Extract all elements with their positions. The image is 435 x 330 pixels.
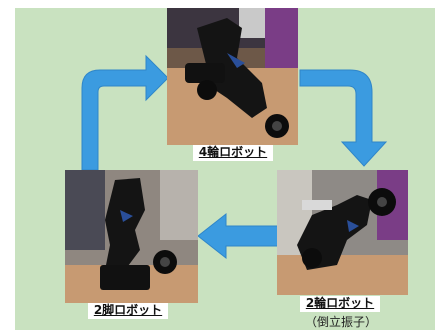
label-two-wheel-robot: 2輪ロボット (300, 296, 380, 312)
sublabel-two-wheel-robot: （倒立振子） (304, 315, 377, 329)
photo-two-wheel-robot (277, 170, 408, 295)
photo-four-wheel-robot (167, 8, 298, 145)
arrow-two-leg-to-four-wheel (81, 54, 169, 171)
arrow-four-wheel-to-two-wheel (299, 69, 388, 167)
arrow-two-wheel-to-two-leg (197, 212, 279, 260)
label-four-wheel-robot: 4輪ロボット (193, 145, 273, 161)
photo-two-leg-robot (65, 170, 198, 303)
label-two-leg-robot: 2脚ロボット (88, 303, 168, 319)
